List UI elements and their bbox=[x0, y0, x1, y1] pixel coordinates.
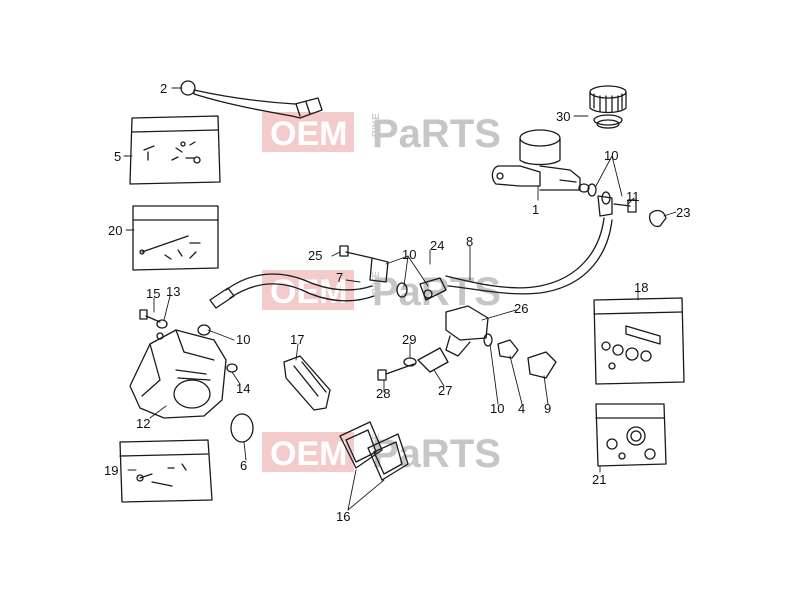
callout-5: 5 bbox=[114, 149, 121, 164]
watermark-bike: BIKE bbox=[371, 433, 382, 457]
watermark-bike: BIKE bbox=[371, 271, 382, 295]
watermark-oem: OEM bbox=[270, 115, 347, 153]
washer-10-left bbox=[197, 324, 211, 336]
callout-25: 25 bbox=[308, 248, 322, 263]
callout-labels: 2 5 20 19 30 10 1 11 23 8 24 25 10 7 18 … bbox=[104, 81, 690, 524]
callout-8: 8 bbox=[466, 234, 473, 249]
callout-10-top: 10 bbox=[604, 148, 618, 163]
callout-29: 29 bbox=[402, 332, 416, 347]
lever-part bbox=[180, 80, 323, 119]
callout-28: 28 bbox=[376, 386, 390, 401]
reservoir-cap bbox=[589, 85, 627, 129]
callout-23: 23 bbox=[676, 205, 690, 220]
callout-2: 2 bbox=[160, 81, 167, 96]
callout-17: 17 bbox=[290, 332, 304, 347]
callout-24: 24 bbox=[430, 238, 444, 253]
washer-14 bbox=[226, 363, 238, 373]
leader-lines bbox=[123, 87, 677, 511]
nut-4 bbox=[497, 339, 519, 359]
callout-10-left: 10 bbox=[236, 332, 250, 347]
washer-10-right bbox=[483, 333, 493, 347]
hose-8 bbox=[445, 217, 613, 295]
banjo-bolt-25 bbox=[339, 245, 373, 259]
callout-27: 27 bbox=[438, 383, 452, 398]
caliper-12 bbox=[129, 329, 227, 419]
dust-cap-23 bbox=[648, 209, 667, 228]
clip-27 bbox=[417, 347, 449, 373]
callout-26: 26 bbox=[514, 301, 528, 316]
callout-10-center: 10 bbox=[402, 247, 416, 262]
bag-20 bbox=[132, 205, 219, 271]
watermark-top: OEM BIKE PaRTS bbox=[262, 112, 501, 156]
watermark-parts: PaRTS bbox=[372, 270, 501, 314]
callout-14: 14 bbox=[236, 381, 250, 396]
bag-19 bbox=[119, 439, 213, 503]
brake-pads-16 bbox=[339, 421, 409, 481]
watermark-oem: OEM bbox=[270, 273, 347, 311]
callout-21: 21 bbox=[592, 472, 606, 487]
shim-6 bbox=[230, 413, 254, 443]
callout-11: 11 bbox=[626, 189, 640, 204]
bracket-26 bbox=[445, 305, 489, 357]
watermark-oem: OEM bbox=[270, 435, 347, 473]
callout-7: 7 bbox=[336, 270, 343, 285]
pad-spring-17 bbox=[283, 355, 331, 411]
bag-5 bbox=[129, 115, 221, 185]
callout-4: 4 bbox=[518, 401, 525, 416]
watermark-bottom: OEM BIKE PaRTS bbox=[262, 432, 501, 476]
center-fitting bbox=[369, 257, 447, 301]
callout-9: 9 bbox=[544, 401, 551, 416]
callout-19: 19 bbox=[104, 463, 118, 478]
callout-10-right: 10 bbox=[490, 401, 504, 416]
bolt-15 bbox=[139, 309, 161, 323]
sensor-9 bbox=[527, 351, 557, 379]
hose-7 bbox=[209, 273, 375, 309]
hose-fitting-top bbox=[597, 195, 613, 217]
watermark-bike: BIKE bbox=[371, 113, 382, 137]
callout-1: 1 bbox=[532, 202, 539, 217]
callout-15: 15 bbox=[146, 286, 160, 301]
callout-6: 6 bbox=[240, 458, 247, 473]
watermark-parts: PaRTS bbox=[372, 112, 501, 156]
callout-18: 18 bbox=[634, 280, 648, 295]
bag-21 bbox=[595, 403, 667, 467]
master-cylinder bbox=[491, 129, 590, 193]
callout-12: 12 bbox=[136, 416, 150, 431]
bag-18 bbox=[593, 297, 685, 385]
washer-13 bbox=[156, 319, 168, 329]
callout-16: 16 bbox=[336, 509, 350, 524]
callout-30: 30 bbox=[556, 109, 570, 124]
callout-13: 13 bbox=[166, 284, 180, 299]
callout-20: 20 bbox=[108, 223, 122, 238]
watermark-middle: OEM BIKE PaRTS bbox=[262, 270, 501, 314]
